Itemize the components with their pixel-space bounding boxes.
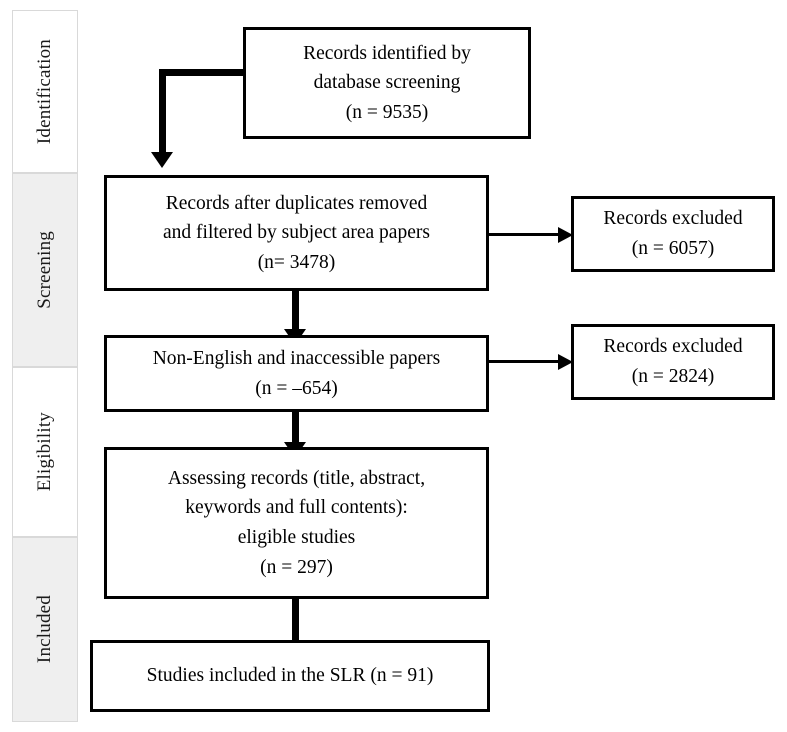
connector-after-duplicates-to-non-english xyxy=(292,289,299,337)
node-line: (n = 297) xyxy=(260,556,333,578)
arrowhead-identified-to-after-duplicates xyxy=(151,152,173,168)
node-records-after-duplicates: Records after duplicates removed and fil… xyxy=(104,175,489,291)
node-line: Non-English and inaccessible papers xyxy=(152,347,441,369)
node-studies-included: Studies included in the SLR (n = 91) xyxy=(90,640,490,712)
stage-band-identification: Identification xyxy=(12,10,78,173)
arrowhead-non-english-to-excluded-2 xyxy=(558,354,573,370)
stage-band-included: Included xyxy=(12,537,78,722)
node-line: (n = 2824) xyxy=(631,366,715,387)
node-line: Records identified by xyxy=(303,42,471,64)
stage-band-screening: Screening xyxy=(12,173,78,367)
node-line: Records after duplicates removed xyxy=(165,192,428,214)
node-records-excluded-2: Records excluded (n = 2824) xyxy=(571,324,775,400)
node-line: (n= 3478) xyxy=(257,251,336,273)
node-line: database screening xyxy=(313,72,461,94)
node-line: eligible studies xyxy=(237,527,356,548)
node-line: Studies included in the SLR (n = 91) xyxy=(146,665,434,687)
connector-assessing-to-included xyxy=(292,596,299,648)
stage-label-screening: Screening xyxy=(34,231,55,309)
node-line: and filtered by subject area papers xyxy=(163,222,430,244)
connector-identified-horizontal xyxy=(159,69,249,76)
connector-non-english-to-assessing xyxy=(292,410,299,450)
stage-sidebar: Identification Screening Eligibility Inc… xyxy=(12,10,78,722)
connector-after-duplicates-to-excluded-1 xyxy=(489,233,563,236)
node-records-excluded-1: Records excluded (n = 6057) xyxy=(571,196,775,272)
node-line: Assessing records (title, abstract, xyxy=(167,467,426,489)
node-line: keywords and full contents): xyxy=(185,497,408,519)
connector-non-english-to-excluded-2 xyxy=(489,360,563,363)
stage-label-included: Included xyxy=(34,595,55,664)
connector-identified-vertical xyxy=(159,69,166,153)
node-line: (n = 6057) xyxy=(631,238,715,259)
node-records-identified: Records identified by database screening… xyxy=(243,27,531,139)
node-line: (n = –654) xyxy=(255,377,338,399)
stage-band-eligibility: Eligibility xyxy=(12,367,78,537)
node-line: (n = 9535) xyxy=(345,101,429,123)
node-line: Records excluded xyxy=(603,208,743,230)
arrowhead-after-duplicates-to-excluded-1 xyxy=(558,227,573,243)
stage-label-identification: Identification xyxy=(34,38,55,145)
node-line: Records excluded xyxy=(603,336,743,358)
node-assessing-records: Assessing records (title, abstract, keyw… xyxy=(104,447,489,599)
stage-label-eligibility: Eligibility xyxy=(34,412,55,492)
node-non-english-inaccessible: Non-English and inaccessible papers (n =… xyxy=(104,335,489,412)
